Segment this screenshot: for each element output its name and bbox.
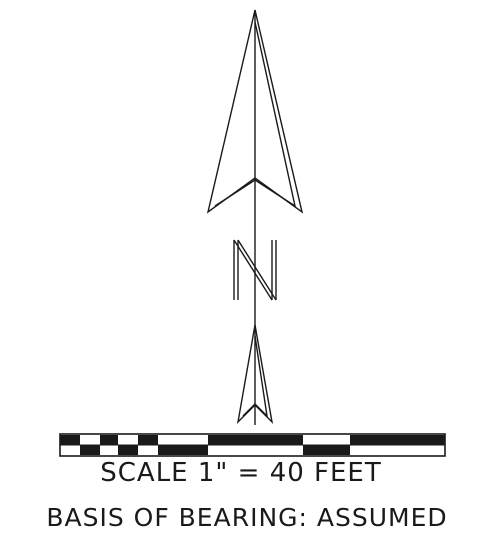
- scale-bar-segment: [138, 435, 158, 445]
- scale-bar-segment: [80, 445, 100, 455]
- north-letter-n: [233, 239, 277, 301]
- scale-bar-segments: [60, 435, 445, 455]
- scale-bar-segment: [158, 445, 208, 455]
- basis-of-bearing-label: BASIS OF BEARING: ASSUMED: [46, 503, 448, 532]
- upper-arrowhead: [206, 9, 304, 214]
- scale-bar-segment: [208, 435, 253, 445]
- scale-bar-segment: [60, 435, 80, 445]
- scale-bar-segment: [253, 435, 303, 445]
- scale-bar-segment: [100, 435, 118, 445]
- lower-arrowhead-inner: [242, 335, 269, 418]
- scale-label: SCALE 1" = 40 FEET: [100, 458, 382, 488]
- lower-arrowhead: [236, 324, 274, 425]
- scale-bar-segment: [303, 445, 350, 455]
- scale-bar-segment: [118, 445, 138, 455]
- upper-arrowhead-inner: [214, 21, 297, 208]
- scale-bar-segment: [350, 435, 445, 445]
